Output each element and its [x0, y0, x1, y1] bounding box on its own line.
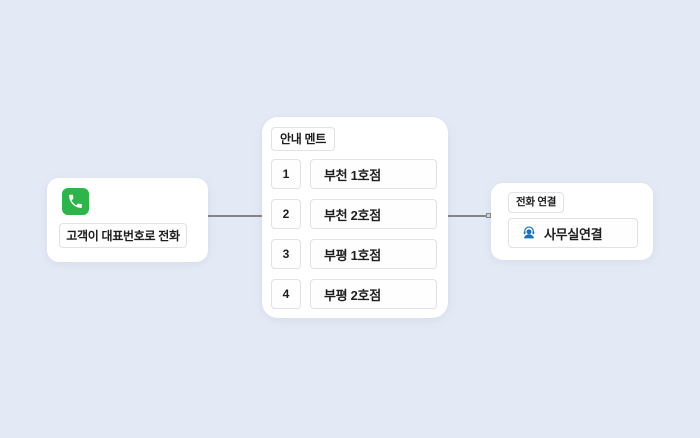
- connector-line-left: [205, 215, 262, 217]
- menu-row: 2 부천 2호점: [271, 199, 439, 229]
- connector-line-right: [448, 215, 491, 217]
- menu-number[interactable]: 1: [271, 159, 301, 189]
- menu-row: 1 부천 1호점: [271, 159, 439, 189]
- menu-option[interactable]: 부천 2호점: [310, 199, 437, 229]
- support-agent-icon: [521, 225, 537, 241]
- phone-icon: [62, 188, 89, 215]
- node-announcement[interactable]: 안내 멘트 1 부천 1호점 2 부천 2호점 3 부평 1호점 4 부평 2호…: [262, 117, 448, 318]
- connector-endpoint-right: [486, 213, 491, 218]
- menu-row: 4 부평 2호점: [271, 279, 439, 309]
- menu-option[interactable]: 부평 2호점: [310, 279, 437, 309]
- call-connect-title-chip: 전화 연결: [508, 192, 565, 213]
- office-connect-button[interactable]: 사무실연결: [508, 218, 638, 248]
- announcement-menu: 1 부천 1호점 2 부천 2호점 3 부평 1호점 4 부평 2호점: [271, 159, 439, 319]
- incoming-call-label[interactable]: 고객이 대표번호로 전화: [59, 223, 187, 248]
- node-incoming-call[interactable]: 고객이 대표번호로 전화: [47, 178, 208, 262]
- menu-number[interactable]: 3: [271, 239, 301, 269]
- menu-option[interactable]: 부평 1호점: [310, 239, 437, 269]
- menu-number[interactable]: 4: [271, 279, 301, 309]
- node-call-connect[interactable]: 전화 연결 사무실연결: [491, 183, 653, 260]
- menu-option[interactable]: 부천 1호점: [310, 159, 437, 189]
- announcement-title-chip: 안내 멘트: [271, 127, 335, 151]
- menu-row: 3 부평 1호점: [271, 239, 439, 269]
- menu-number[interactable]: 2: [271, 199, 301, 229]
- office-connect-label: 사무실연결: [544, 226, 603, 242]
